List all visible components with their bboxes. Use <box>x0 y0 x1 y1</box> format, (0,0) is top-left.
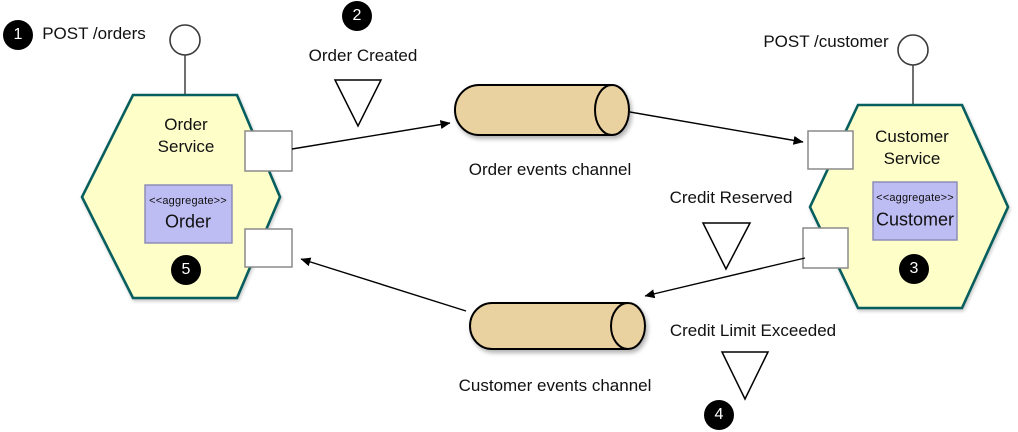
step-badge-3: 3 <box>899 254 929 284</box>
customer-aggregate-box <box>872 181 958 241</box>
order-service-name: Order Service <box>157 114 215 156</box>
customer-endpoint-lollipop-icon <box>897 34 929 66</box>
step-badge-2: 2 <box>342 1 372 31</box>
order-created-event-icon <box>333 79 383 128</box>
order-api-label: POST /orders <box>42 24 146 43</box>
order-events-channel-cylinder-cap <box>594 84 630 136</box>
customer-events-channel-cylinder-cap <box>610 302 646 350</box>
order-aggregate-stereotype: <<aggregate>> <box>149 195 227 207</box>
arrow-order-service-to-order-channel <box>291 120 451 150</box>
arrow-customer-channel-to-order-service <box>300 257 467 312</box>
customer-aggregate-name: Customer <box>875 209 955 230</box>
step-badge-4: 4 <box>704 400 734 430</box>
customer-aggregate-stereotype: <<aggregate>> <box>876 192 954 204</box>
customer-service-inbound-port <box>807 130 854 170</box>
customer-api-label: POST /customer <box>763 32 889 51</box>
order-aggregate-box <box>144 184 233 244</box>
order-events-channel-cylinder <box>453 84 612 136</box>
arrow-order-channel-to-customer-service <box>629 111 804 145</box>
customer-service-name: Customer Service <box>875 126 949 168</box>
order-aggregate-name: Order <box>164 211 212 232</box>
credit-limit-exceeded-event-label: Credit Limit Exceeded <box>669 321 837 340</box>
step-badge-1: 1 <box>3 20 33 50</box>
customer-events-channel-cylinder <box>468 302 628 350</box>
credit-reserved-event-label: Credit Reserved <box>669 188 793 207</box>
order-service-outbound-port <box>244 130 293 172</box>
arrow-customer-service-to-customer-channel <box>644 257 806 299</box>
customer-events-channel-label: Customer events channel <box>458 376 652 395</box>
step-badge-5: 5 <box>171 255 201 285</box>
credit-reserved-event-icon <box>701 222 752 271</box>
order-endpoint-lollipop-icon <box>169 24 201 56</box>
order-events-channel-label: Order events channel <box>468 160 632 179</box>
order-service-inbound-port <box>244 228 293 268</box>
order-created-event-label: Order Created <box>308 46 418 65</box>
customer-service-outbound-port <box>802 227 849 269</box>
credit-limit-exceeded-event-icon <box>720 351 770 401</box>
